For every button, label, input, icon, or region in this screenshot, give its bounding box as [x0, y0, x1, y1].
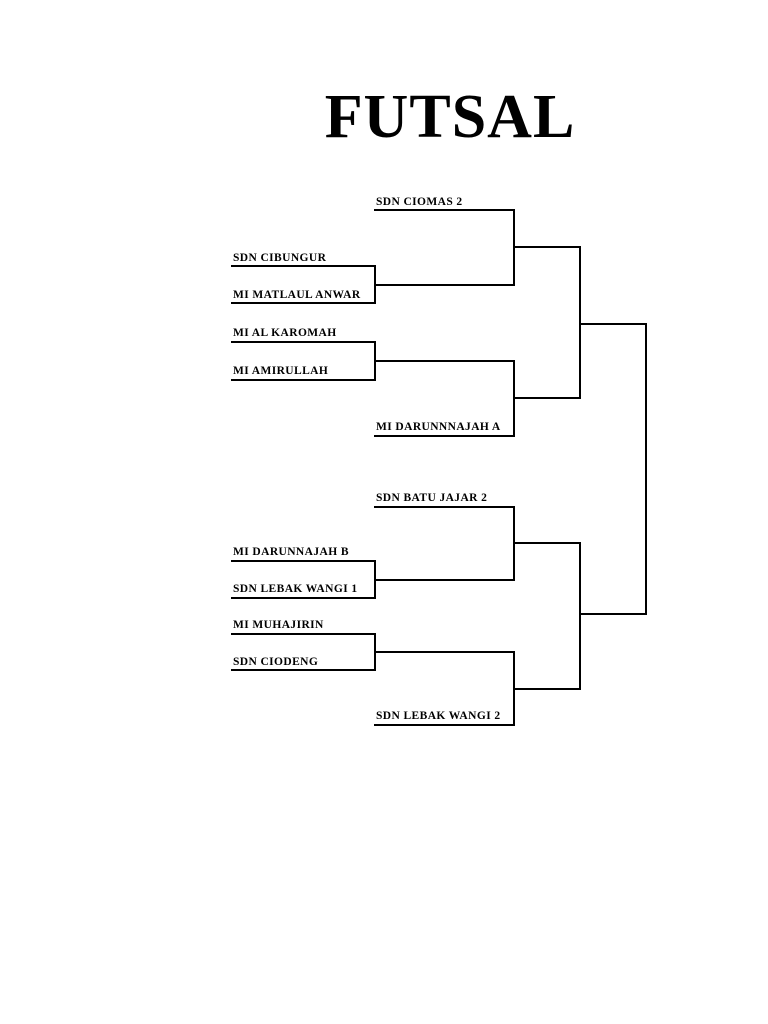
team-label-5: MI AMIRULLAH [233, 365, 328, 377]
team-label-10: MI MUHAJIRIN [233, 619, 324, 631]
team-label-8: MI DARUNNAJAH B [233, 546, 349, 558]
team-label-4: MI AL KAROMAH [233, 327, 337, 339]
team-label-7: SDN BATU JAJAR 2 [376, 492, 487, 504]
round1-winner-line-b [374, 360, 515, 399]
round2-line-bottom-b [513, 613, 581, 690]
round1-winner-line-a [374, 246, 515, 286]
bracket-lines [231, 209, 647, 726]
round2-line-bottom-a [513, 542, 581, 615]
round1-winner-line-d [374, 651, 515, 690]
semifinal-line-top [579, 323, 647, 615]
slot-line-mi-muhajirin [231, 633, 376, 671]
team-label-9: SDN LEBAK WANGI 1 [233, 583, 358, 595]
team-label-6: MI DARUNNNAJAH A [376, 421, 501, 433]
slot-line-mi-al-karomah [231, 341, 376, 381]
team-label-2: SDN CIBUNGUR [233, 252, 327, 264]
team-label-12: SDN LEBAK WANGI 2 [376, 710, 501, 722]
team-label-1: SDN CIOMAS 2 [376, 196, 463, 208]
slot-line-sdn-batu-jajar-2 [374, 506, 515, 544]
team-label-11: SDN CIODENG [233, 656, 318, 668]
team-labels: SDN CIOMAS 2 SDN CIBUNGUR MI MATLAUL ANW… [233, 196, 501, 722]
slot-line-mi-darunnajah-b [231, 560, 376, 599]
slot-line-sdn-lebak-wangi-2 [374, 688, 515, 726]
slot-line-sdn-ciomas-2 [374, 209, 515, 248]
round2-line-top-b [513, 323, 581, 399]
slot-line-sdn-cibungur [231, 265, 376, 304]
page-title: FUTSAL [324, 83, 576, 151]
round1-winner-line-c [374, 542, 515, 581]
team-label-3: MI MATLAUL ANWAR [233, 289, 361, 301]
slot-line-mi-darunnnajah-a [374, 397, 515, 437]
round2-line-top-a [513, 246, 581, 325]
